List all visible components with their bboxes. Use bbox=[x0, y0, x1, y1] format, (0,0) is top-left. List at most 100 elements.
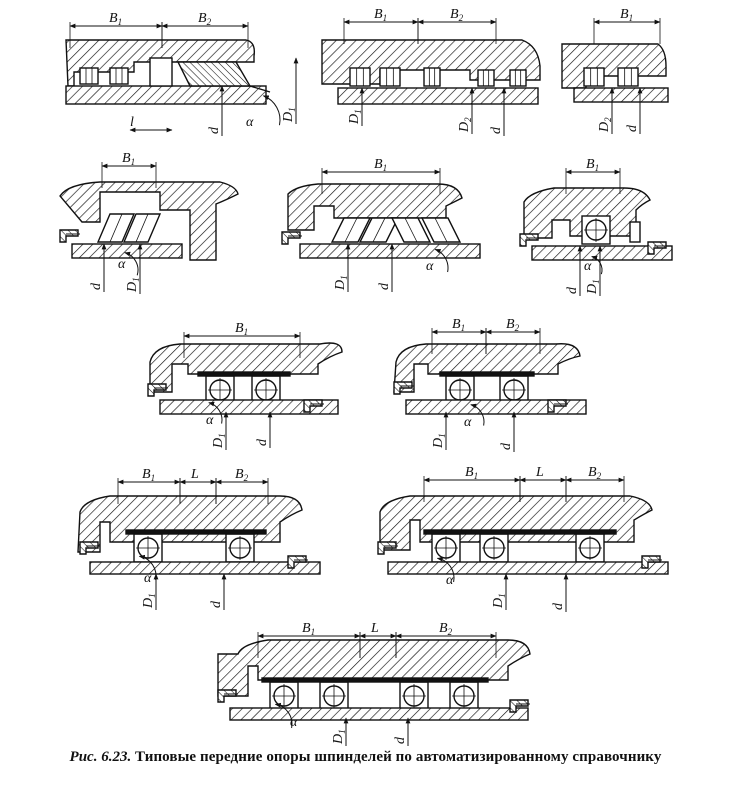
spindle-shaft bbox=[89, 561, 321, 575]
labyrinth-seal bbox=[647, 241, 667, 255]
dim-label-b2: B2 bbox=[235, 467, 249, 483]
roller-line bbox=[434, 217, 448, 243]
dim-label-b1: B1 bbox=[374, 157, 387, 173]
dim-label-b1: B1 bbox=[452, 317, 465, 333]
dim-label-d1: D1 bbox=[211, 433, 227, 449]
dim-label-alpha: α bbox=[246, 115, 254, 130]
dim-label-alpha: α bbox=[426, 259, 434, 274]
dim-label-d: d bbox=[551, 602, 566, 610]
dim-label-l: L bbox=[370, 621, 379, 636]
spindle-shaft bbox=[337, 87, 539, 105]
dim-label-d1: D1 bbox=[585, 279, 601, 295]
dim-label-d1: D1 bbox=[431, 433, 447, 449]
contact-angle-arc bbox=[262, 95, 281, 126]
dim-label-d1: D1 bbox=[333, 275, 349, 291]
spindle-shaft bbox=[71, 243, 183, 259]
roller-element bbox=[583, 67, 605, 87]
housing-section bbox=[149, 342, 343, 393]
contact-angle-arc bbox=[591, 255, 603, 275]
roller-element bbox=[109, 67, 129, 85]
dim-label-b2: B2 bbox=[439, 621, 453, 637]
contact-angle-arc bbox=[434, 248, 449, 273]
dim-label-d: d bbox=[255, 438, 270, 446]
contact-angle-arc bbox=[124, 251, 139, 276]
dim-label-b1: B1 bbox=[122, 151, 135, 167]
contact-angle-arc bbox=[436, 556, 455, 583]
dim-label-alpha: α bbox=[446, 573, 454, 588]
dim-label-alpha: α bbox=[464, 415, 472, 430]
labyrinth-seal bbox=[393, 381, 413, 395]
caption-number: Рис. 6.23. bbox=[69, 749, 132, 765]
housing-section bbox=[287, 183, 463, 231]
bearing-ring bbox=[149, 57, 173, 87]
roller-element bbox=[477, 69, 495, 87]
roller-line bbox=[135, 213, 149, 243]
roller-element bbox=[379, 67, 401, 87]
bearing-outer-race bbox=[197, 371, 291, 377]
labyrinth-seal bbox=[147, 383, 167, 397]
spindle-shaft bbox=[65, 85, 267, 105]
figure-row2-left: B1 d D1 α bbox=[59, 151, 239, 294]
caption-text: Типовые передние опоры шпинделей по авто… bbox=[134, 749, 662, 765]
roller-element bbox=[349, 67, 371, 87]
dim-label-alpha: α bbox=[584, 259, 592, 274]
roller-element bbox=[423, 67, 441, 87]
dim-label-b2: B2 bbox=[506, 317, 520, 333]
labyrinth-seal bbox=[641, 555, 661, 569]
spindle-edge bbox=[249, 85, 271, 93]
labyrinth-seal bbox=[59, 229, 79, 243]
housing-section bbox=[393, 343, 581, 393]
labyrinth-seal bbox=[217, 689, 237, 703]
bearing-outer-race bbox=[439, 371, 535, 377]
housing-section bbox=[59, 181, 239, 261]
dim-label-d: d bbox=[209, 600, 224, 608]
roller-line bbox=[404, 217, 418, 243]
roller-line bbox=[372, 217, 386, 243]
dim-label-b1: B1 bbox=[235, 321, 248, 337]
labyrinth-seal bbox=[303, 399, 323, 413]
spacer-ring bbox=[629, 221, 641, 243]
labyrinth-seal bbox=[519, 233, 539, 247]
roller-line bbox=[344, 217, 358, 243]
labyrinth-seal bbox=[547, 399, 567, 413]
roller-line bbox=[109, 213, 123, 243]
spindle-shaft bbox=[573, 87, 669, 103]
spindle-shaft bbox=[159, 399, 339, 415]
dim-label-d: d bbox=[565, 286, 580, 294]
dim-label-alpha: α bbox=[144, 571, 152, 586]
dim-label-b1: B1 bbox=[465, 465, 478, 481]
bearing-outer-race bbox=[261, 677, 489, 683]
dim-label-d1: D1 bbox=[141, 593, 157, 609]
housing-section bbox=[379, 495, 653, 551]
dim-label-alpha: α bbox=[118, 257, 126, 272]
dim-label-d1: D1 bbox=[347, 109, 363, 125]
dim-label-b2: B2 bbox=[588, 465, 602, 481]
dim-label-d: d bbox=[377, 282, 392, 290]
labyrinth-seal bbox=[509, 699, 529, 713]
housing-section bbox=[77, 495, 303, 553]
labyrinth-seal bbox=[377, 541, 397, 555]
dim-label-d: d bbox=[89, 282, 104, 290]
dim-label-l: L bbox=[535, 465, 544, 480]
spindle-shaft bbox=[299, 243, 481, 259]
dim-label-d1: D1 bbox=[125, 277, 141, 293]
dim-label-b1: B1 bbox=[109, 11, 122, 27]
dim-label-d: d bbox=[499, 442, 514, 450]
dim-label-b1: B1 bbox=[374, 7, 387, 23]
dim-label-d1: D1 bbox=[281, 107, 297, 123]
dim-label-b1: B1 bbox=[142, 467, 155, 483]
labyrinth-seal bbox=[281, 231, 301, 245]
dim-label-d: d bbox=[207, 126, 222, 134]
spindle-shaft bbox=[229, 707, 529, 721]
dim-label-b1: B1 bbox=[620, 7, 633, 23]
labyrinth-seal bbox=[79, 541, 99, 555]
labyrinth-seal bbox=[287, 555, 307, 569]
figure-caption: Рис. 6.23. Типовые передние опоры шпинде… bbox=[0, 749, 731, 766]
